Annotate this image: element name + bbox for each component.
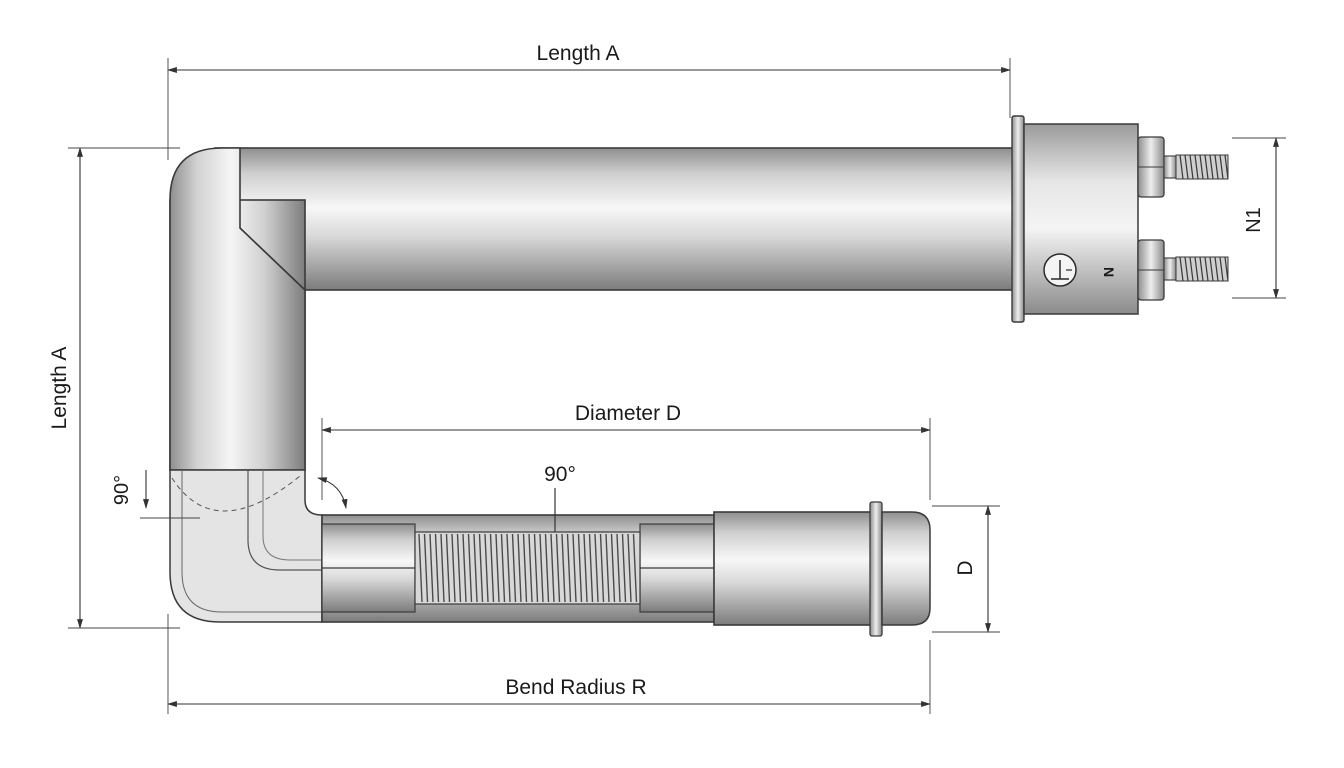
coil-winding — [566, 533, 572, 603]
thread-line — [1179, 256, 1184, 282]
coil-winding — [429, 533, 434, 603]
dim-diameter-short — [932, 505, 1000, 633]
coil-winding — [467, 533, 473, 603]
thread-line — [1194, 256, 1199, 282]
diameter-span-label: Diameter D — [575, 402, 681, 425]
bend-radius-label: Bend Radius R — [505, 676, 646, 699]
terminal-housing — [1011, 115, 1139, 323]
angle-left-marker — [140, 470, 200, 519]
thread-line — [1199, 154, 1204, 180]
thread-line — [1209, 256, 1214, 282]
coil-winding — [522, 533, 528, 603]
coil-winding — [616, 533, 621, 603]
coil-winding — [500, 533, 506, 603]
coil-winding — [544, 533, 550, 603]
coil-spring — [414, 531, 641, 605]
coil-winding — [484, 533, 489, 603]
coil-winding — [610, 533, 616, 603]
dim-diameter-span — [321, 418, 931, 500]
dim-side-length — [68, 147, 180, 629]
thread-line — [1194, 154, 1199, 180]
thread-line — [1219, 256, 1224, 282]
side-length-label: Length A — [48, 347, 71, 430]
coil-winding — [550, 533, 555, 603]
coil-winding — [456, 533, 462, 603]
coil-winding — [528, 533, 533, 603]
coil-winding — [632, 533, 638, 603]
coil-winding — [478, 533, 484, 603]
coil-winding — [451, 533, 456, 603]
thread-line — [1224, 154, 1229, 180]
thread-line — [1184, 256, 1189, 282]
thread-line — [1224, 256, 1229, 282]
thread-upper — [1175, 154, 1229, 180]
coil-winding — [418, 533, 423, 603]
thread-line — [1184, 154, 1189, 180]
thread-line — [1204, 256, 1209, 282]
coil-winding — [473, 533, 478, 603]
left-leg — [169, 147, 306, 471]
thread-line — [1214, 154, 1219, 180]
coil-winding — [517, 533, 522, 603]
angle-center-label: 90° — [544, 463, 576, 486]
terminal-spacing-label: N1 — [1243, 207, 1265, 233]
thread-lower — [1175, 256, 1229, 282]
thread-line — [1189, 154, 1194, 180]
thread-line — [1189, 256, 1194, 282]
coil-winding — [621, 533, 627, 603]
coil-winding — [594, 533, 599, 603]
terminal-lower — [1137, 239, 1229, 301]
thread-line — [1204, 154, 1209, 180]
neutral-label: N — [1101, 267, 1117, 277]
angle-elbow-arc — [317, 477, 348, 509]
coil-winding — [434, 533, 440, 603]
coil-winding — [577, 533, 583, 603]
thread-line — [1199, 256, 1204, 282]
coil-winding — [627, 533, 632, 603]
thread-line — [1179, 154, 1184, 180]
dim-terminal-spacing — [1232, 137, 1286, 299]
coil-winding — [555, 533, 561, 603]
diameter-short-label: D — [954, 560, 977, 575]
thread-line — [1209, 154, 1214, 180]
coil-winding — [588, 533, 594, 603]
upper-tube — [214, 147, 1016, 291]
lower-elbow — [169, 469, 323, 623]
ground-icon — [1043, 253, 1077, 287]
coil-winding — [572, 533, 577, 603]
coil-winding — [489, 533, 495, 603]
coil-winding — [605, 533, 610, 603]
dim-bend-radius — [167, 614, 931, 714]
coil-winding — [462, 533, 467, 603]
coil-winding — [440, 533, 445, 603]
coil-winding — [506, 533, 511, 603]
coil-winding — [539, 533, 544, 603]
coil-winding — [423, 533, 429, 603]
coil-winding — [445, 533, 451, 603]
dim-top-length — [167, 58, 1011, 160]
top-length-label: Length A — [537, 42, 620, 65]
thread-line — [1214, 256, 1219, 282]
thread-line — [1219, 154, 1224, 180]
angle-left-label: 90° — [111, 475, 133, 505]
coil-winding — [511, 533, 517, 603]
terminal-upper — [1137, 136, 1229, 198]
coil-winding — [495, 533, 500, 603]
coil-winding — [533, 533, 539, 603]
coil-winding — [561, 533, 566, 603]
end-cap — [713, 501, 931, 637]
coil-winding — [599, 533, 605, 603]
coil-winding — [583, 533, 588, 603]
